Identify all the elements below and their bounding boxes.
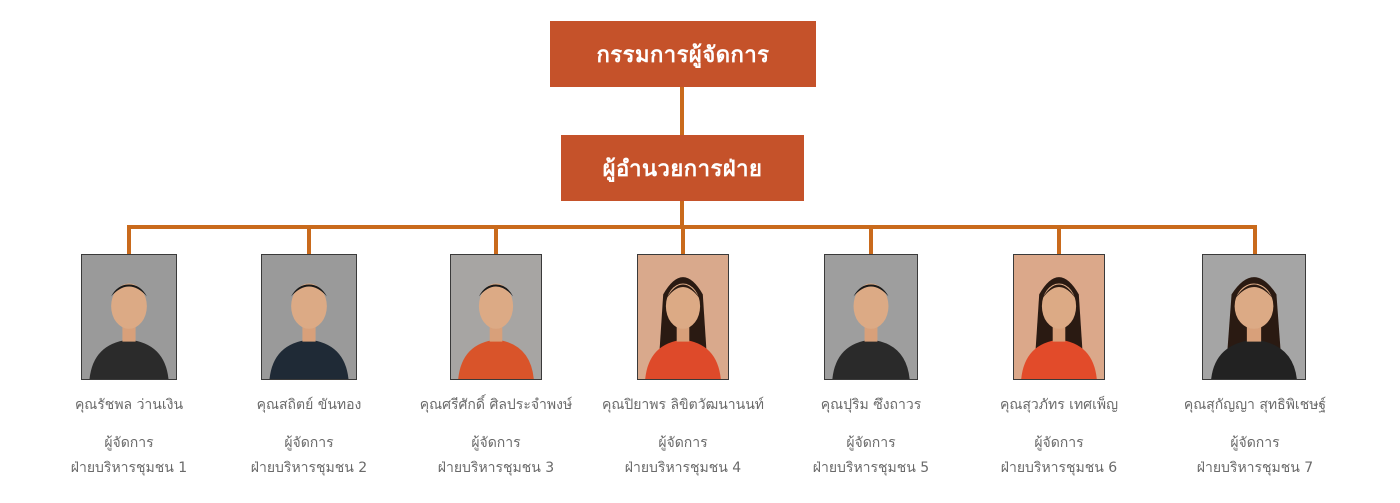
manager-department-7: ฝ่ายบริหารชุมชน 7 — [1196, 460, 1314, 476]
manager-title-5: ผู้จัดการ — [846, 435, 896, 451]
manager-name-5: คุณปุริม ซึงถาวร — [820, 397, 922, 413]
manager-title-1: ผู้จัดการ — [104, 435, 154, 451]
connector-mid-to-bus — [680, 201, 684, 227]
connector-drop-5 — [869, 227, 873, 254]
person-icon — [1014, 255, 1104, 379]
person-icon — [1203, 255, 1305, 379]
department-director-label: ผู้อำนวยการฝ่าย — [602, 156, 763, 182]
connector-drop-7 — [1253, 227, 1257, 254]
person-icon — [262, 255, 356, 379]
manager-photo-3 — [450, 254, 542, 380]
manager-name-2: คุณสถิตย์ ขันทอง — [256, 397, 362, 413]
manager-title-4: ผู้จัดการ — [658, 435, 708, 451]
manager-title-6: ผู้จัดการ — [1034, 435, 1084, 451]
person-icon — [825, 255, 917, 379]
person-icon — [638, 255, 728, 379]
manager-name-3: คุณศรีศักดิ์ ศิลประจำพงษ์ — [419, 397, 573, 413]
person-icon — [451, 255, 541, 379]
manager-department-5: ฝ่ายบริหารชุมชน 5 — [812, 460, 930, 476]
manager-department-4: ฝ่ายบริหารชุมชน 4 — [624, 460, 742, 476]
managing-director-box: กรรมการผู้จัดการ — [550, 21, 816, 87]
manager-department-2: ฝ่ายบริหารชุมชน 2 — [250, 460, 368, 476]
connector-horizontal-bus — [127, 225, 1257, 229]
manager-department-3: ฝ่ายบริหารชุมชน 3 — [437, 460, 555, 476]
manager-photo-6 — [1013, 254, 1105, 380]
manager-title-3: ผู้จัดการ — [471, 435, 521, 451]
manager-name-6: คุณสุวภัทร เทศเพ็ญ — [999, 397, 1119, 413]
connector-drop-4 — [681, 227, 685, 254]
connector-drop-1 — [127, 227, 131, 254]
manager-photo-5 — [824, 254, 918, 380]
manager-department-6: ฝ่ายบริหารชุมชน 6 — [1000, 460, 1118, 476]
manager-photo-4 — [637, 254, 729, 380]
manager-photo-7 — [1202, 254, 1306, 380]
manager-title-2: ผู้จัดการ — [284, 435, 334, 451]
manager-name-1: คุณรัชพล ว่านเงิน — [74, 397, 184, 413]
manager-photo-2 — [261, 254, 357, 380]
person-icon — [82, 255, 176, 379]
manager-title-7: ผู้จัดการ — [1230, 435, 1280, 451]
manager-name-4: คุณปิยาพร ลิขิตวัฒนานนท์ — [601, 397, 765, 413]
manager-department-1: ฝ่ายบริหารชุมชน 1 — [70, 460, 188, 476]
connector-top-to-mid — [680, 87, 684, 135]
manager-name-7: คุณสุกัญญา สุทธิพิเชษฐ์ — [1183, 397, 1327, 413]
connector-drop-2 — [307, 227, 311, 254]
manager-photo-1 — [81, 254, 177, 380]
department-director-box: ผู้อำนวยการฝ่าย — [561, 135, 804, 201]
connector-drop-6 — [1057, 227, 1061, 254]
connector-drop-3 — [494, 227, 498, 254]
managing-director-label: กรรมการผู้จัดการ — [596, 42, 770, 68]
